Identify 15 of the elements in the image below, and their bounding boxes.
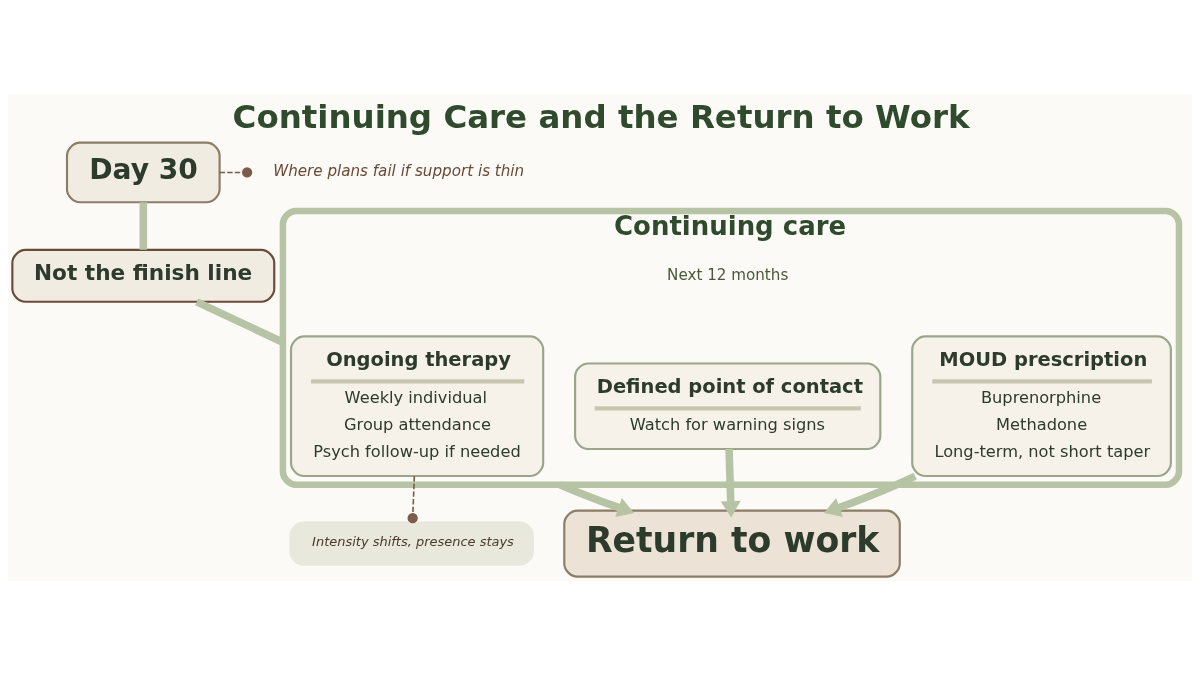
node-box: Not the finish line	[11, 248, 276, 303]
node-box: MOUD prescription Buprenorphine Methadone Long-term, not short taper	[911, 335, 1172, 478]
node-text: Where plans fail if support is thin	[273, 161, 525, 180]
node-box: Return to work	[563, 509, 901, 578]
connector	[407, 475, 418, 524]
connector	[218, 167, 253, 178]
connector	[139, 202, 148, 250]
arrow	[558, 481, 635, 518]
node-box: Day 30	[65, 141, 221, 204]
node-box: Intensity shifts, presence stays	[289, 521, 534, 566]
diagram-title: Continuing Care and the Return to Work	[232, 97, 970, 136]
label: Next 12 months	[667, 265, 789, 284]
node-box: Ongoing therapy Weekly individual Group attendance Psych follow-up if needed	[289, 335, 545, 478]
arrow	[720, 448, 741, 518]
node-box: Defined point of contact Watch for warning signs	[574, 362, 882, 451]
